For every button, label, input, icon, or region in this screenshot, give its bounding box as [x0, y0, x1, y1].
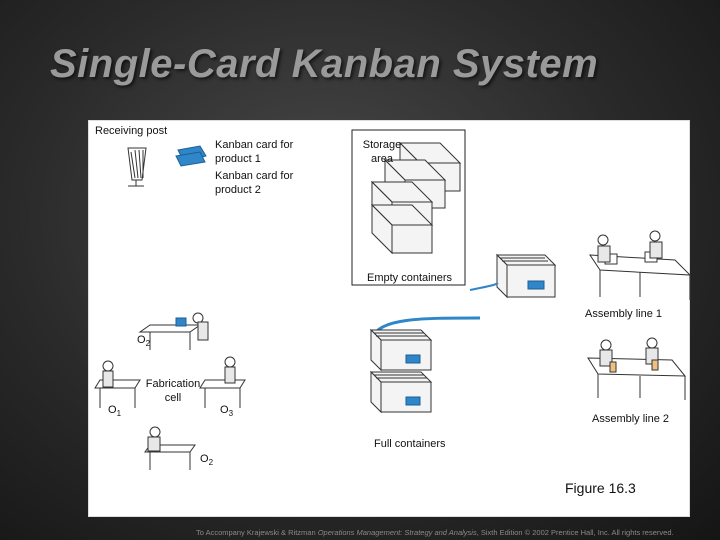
storage-area-outline	[351, 129, 466, 286]
kanban-card-2-icon	[175, 151, 206, 167]
operator-o3-sub: 3	[228, 409, 234, 419]
storage-area-text: Storage area	[362, 139, 402, 165]
figure-caption: Figure 16.3	[565, 480, 636, 496]
fabrication-cell-illustration	[94, 312, 246, 470]
operator-o3: O3	[220, 403, 233, 421]
footer-book-title: Operations Management: Strategy and Anal…	[317, 528, 477, 537]
footer-prefix: To Accompany Krajewski & Ritzman	[196, 528, 318, 537]
operator-o1-letter: O	[108, 404, 117, 416]
assembly-line-2-illustration	[587, 337, 687, 400]
kanban-card-2-label: Kanban card for product 2	[215, 169, 293, 197]
storage-containers	[370, 141, 462, 255]
receiving-post-rack	[127, 147, 147, 187]
kanban-card-2-text: Kanban card for product 2	[215, 170, 294, 196]
empty-containers-arrow	[469, 282, 499, 291]
copyright-footer: To Accompany Krajewski & Ritzman Operati…	[196, 528, 674, 537]
fabrication-cell-text: Fabrication cell	[145, 378, 201, 404]
operator-o1-sub: 1	[116, 409, 122, 419]
assembly-line-1-label: Assembly line 1	[585, 308, 663, 320]
full-containers-label: Full containers	[374, 438, 446, 450]
assembly-line-2-label: Assembly line 2	[592, 413, 670, 425]
operator-o2-bottom: O2	[200, 452, 213, 470]
receiving-post-label: Receiving post	[95, 125, 168, 137]
storage-area-label: Storage area	[356, 138, 408, 166]
empty-containers-label: Empty containers	[367, 272, 452, 284]
operator-o2-top-letter: O	[137, 334, 146, 346]
operator-o2-top-sub: 2	[145, 339, 151, 349]
empty-container-box	[495, 253, 557, 299]
kanban-card-1-label: Kanban card for product 1	[215, 138, 293, 166]
assembly-line-1-illustration	[589, 230, 692, 300]
operator-o2-bottom-letter: O	[200, 453, 209, 465]
footer-suffix: , Sixth Edition © 2002 Prentice Hall, In…	[476, 528, 674, 537]
kanban-card-1-text: Kanban card for product 1	[215, 139, 294, 165]
operator-o2-bottom-sub: 2	[208, 458, 214, 468]
operator-o1: O1	[108, 403, 121, 421]
full-containers	[369, 328, 433, 414]
operator-o2-top: O2	[137, 333, 150, 351]
fabrication-cell-label: Fabrication cell	[140, 377, 206, 405]
operator-o3-letter: O	[220, 404, 229, 416]
slide-title: Single-Card Kanban System	[50, 42, 599, 86]
